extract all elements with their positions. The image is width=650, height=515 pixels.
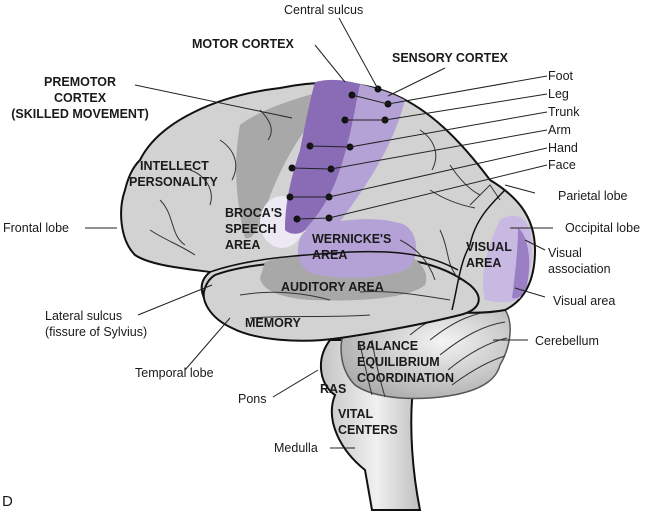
temporal-lobe-label: Temporal lobe [135, 366, 214, 380]
body-map-label-trunk: Trunk [548, 105, 580, 119]
body-map-label-leg: Leg [548, 87, 569, 101]
parietal-lobe-label: Parietal lobe [558, 189, 628, 203]
broca-label-2: SPEECH [225, 222, 276, 236]
lateral-fissure-line [209, 250, 459, 273]
premotor-label-1: PREMOTOR [44, 75, 116, 89]
visual-area-label: Visual area [553, 294, 615, 308]
wernicke-area [297, 219, 417, 278]
premotor-label-2: CORTEX [54, 91, 107, 105]
cerebellum-label: Cerebellum [535, 334, 599, 348]
body-map-label-face: Face [548, 158, 576, 172]
leader-lines [85, 17, 553, 449]
pons-label: Pons [238, 392, 267, 406]
body-map-markers [286, 85, 392, 223]
central-sulcus-label: Central sulcus [284, 3, 363, 17]
panel-letter: D [2, 493, 13, 510]
visual-label-2: AREA [466, 256, 501, 270]
intellect-label-2: PERSONALITY [129, 175, 219, 189]
balance-label-3: COORDINATION [357, 371, 454, 385]
lateral-sulcus-label-1: Lateral sulcus [45, 309, 122, 323]
visual-association-label-1: Visual [548, 246, 582, 260]
premotor-area [236, 92, 330, 239]
ras-label: RAS [320, 382, 346, 396]
vital-label-2: CENTERS [338, 423, 398, 437]
occipital-lobe-label: Occipital lobe [565, 221, 640, 235]
body-map-label-hand: Hand [548, 141, 578, 155]
motor-cortex-area [285, 79, 360, 234]
medulla-label: Medulla [274, 441, 318, 455]
balance-label-1: BALANCE [357, 339, 418, 353]
auditory-label: AUDITORY AREA [281, 280, 384, 294]
balance-label-2: EQUILIBRIUM [357, 355, 440, 369]
broca-label-3: AREA [225, 238, 260, 252]
motor-cortex-label: MOTOR CORTEX [192, 37, 295, 51]
body-map-label-foot: Foot [548, 69, 574, 83]
body-map-label-arm: Arm [548, 123, 571, 137]
parieto-occipital-sulcus [451, 189, 506, 311]
premotor-label-3: (SKILLED MOVEMENT) [11, 107, 149, 121]
sensory-cortex-label: SENSORY CORTEX [392, 51, 509, 65]
primary-visual-area [512, 228, 530, 299]
broca-label-1: BROCA'S [225, 206, 282, 220]
intellect-label-1: INTELLECT [140, 159, 209, 173]
visual-label-1: VISUAL [466, 240, 512, 254]
vital-label-1: VITAL [338, 407, 374, 421]
gyri-lines [149, 109, 501, 319]
wernicke-label-2: AREA [312, 248, 347, 262]
wernicke-label-1: WERNICKE'S [312, 232, 391, 246]
frontal-lobe-label: Frontal lobe [3, 221, 69, 235]
memory-label: MEMORY [245, 316, 301, 330]
visual-association-label-2: association [548, 262, 611, 276]
lateral-sulcus-label-2: (fissure of Sylvius) [45, 325, 147, 339]
